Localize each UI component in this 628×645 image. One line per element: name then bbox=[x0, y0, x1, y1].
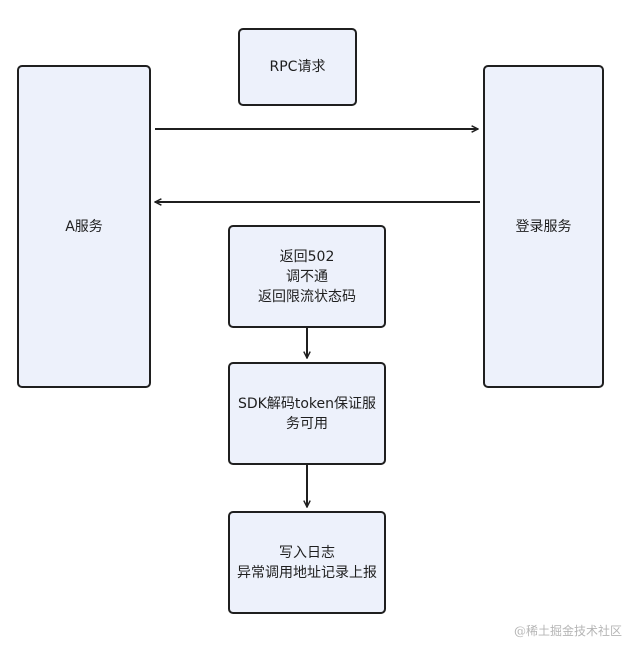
error-line-2: 调不通 bbox=[286, 268, 328, 285]
rpc-request-label: RPC请求 bbox=[269, 59, 326, 75]
error-line-1: 返回502 bbox=[279, 248, 335, 265]
log-report-box: 写入日志 异常调用地址记录上报 bbox=[228, 511, 386, 614]
sdk-decode-box: SDK解码token保证服 务可用 bbox=[228, 362, 386, 465]
sdk-line-1: SDK解码token保证服 bbox=[238, 395, 376, 412]
login-service-box: 登录服务 bbox=[483, 65, 604, 388]
rpc-request-box: RPC请求 bbox=[238, 28, 357, 106]
service-a-label: A服务 bbox=[65, 218, 103, 235]
log-line-1: 写入日志 bbox=[279, 544, 335, 561]
watermark: @稀土掘金技术社区 bbox=[513, 624, 622, 638]
error-response-box: 返回502 调不通 返回限流状态码 bbox=[228, 225, 386, 328]
login-service-label: 登录服务 bbox=[515, 218, 572, 235]
sdk-line-2: 务可用 bbox=[286, 415, 328, 432]
log-line-2: 异常调用地址记录上报 bbox=[237, 564, 377, 581]
error-line-3: 返回限流状态码 bbox=[258, 288, 356, 305]
service-a-box: A服务 bbox=[17, 65, 151, 388]
